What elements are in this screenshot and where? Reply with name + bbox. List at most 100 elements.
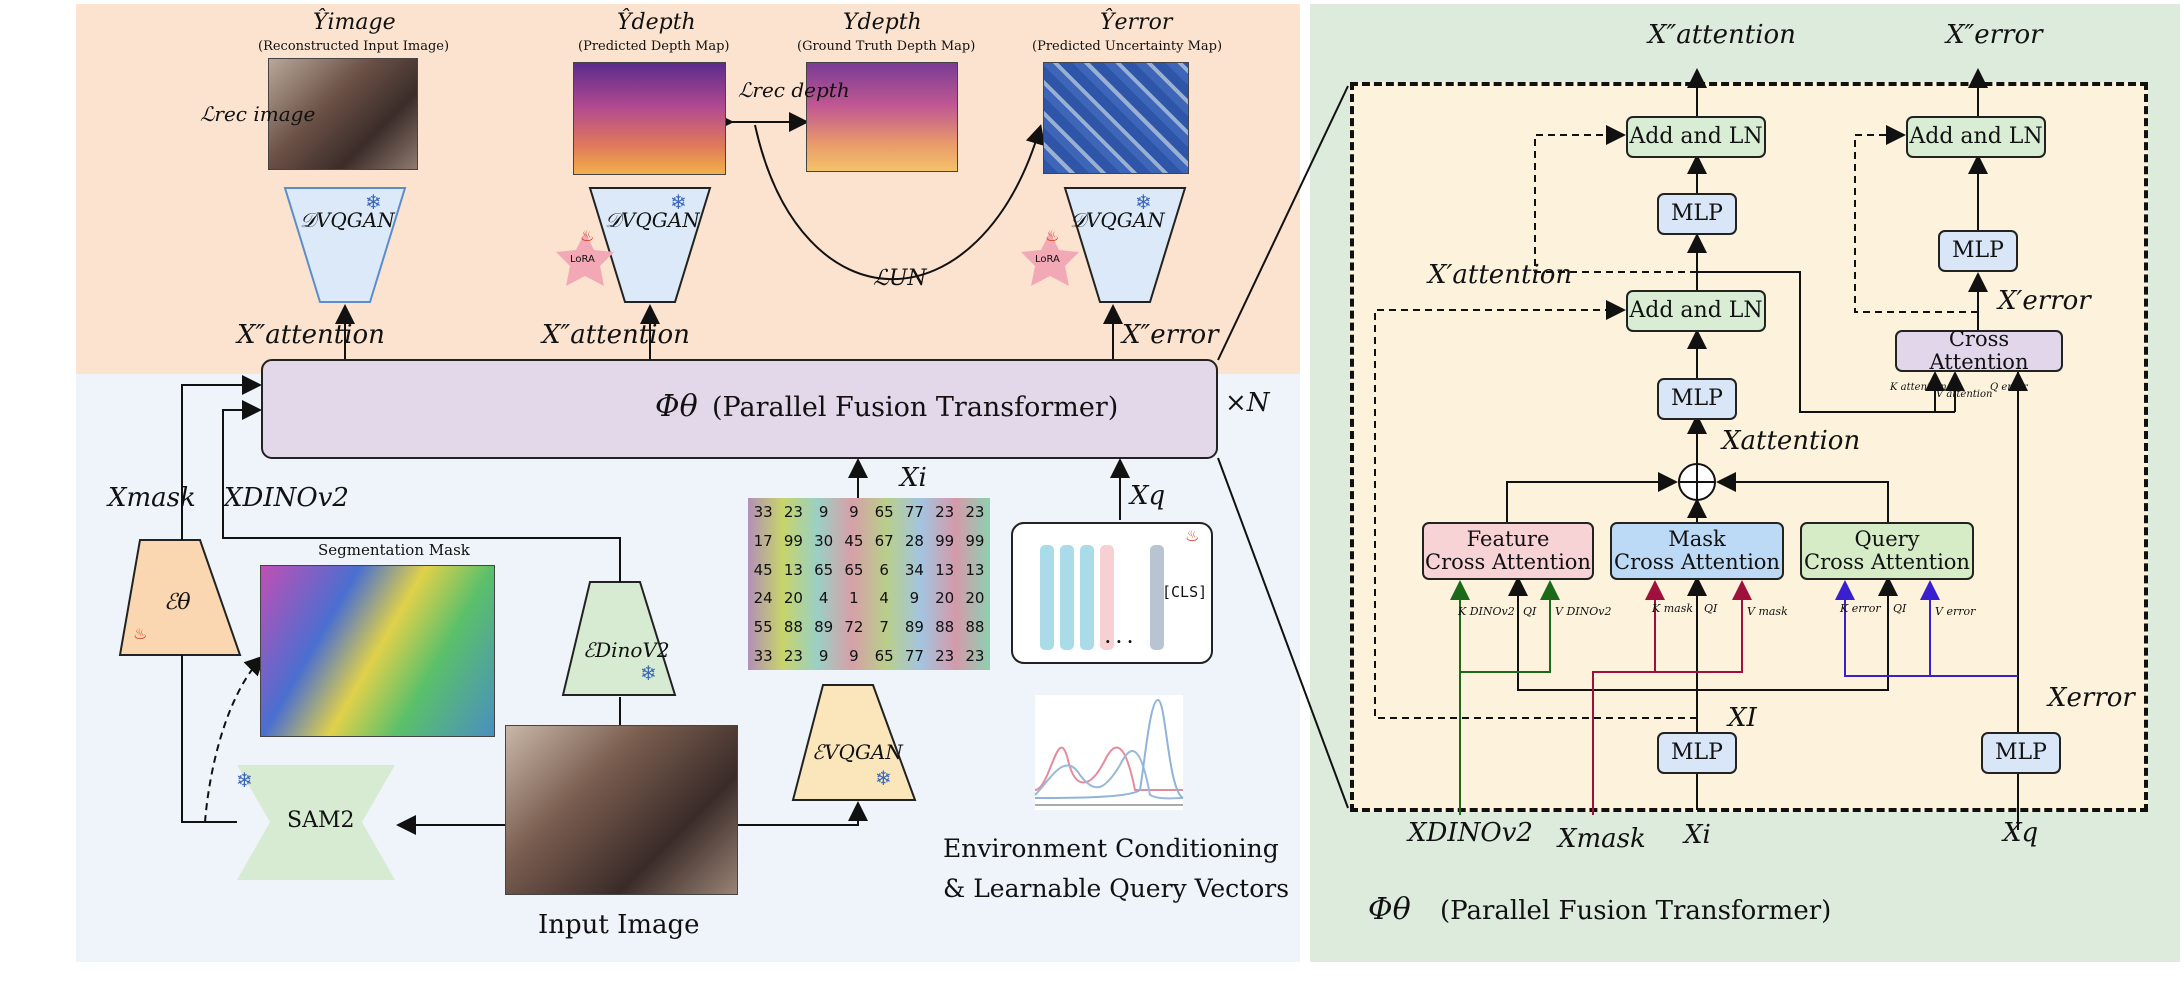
frozen-icon: ❄ [670, 190, 687, 214]
x-attention-label: Xattention [1722, 426, 1861, 456]
v-error-label: V error [1935, 605, 1976, 618]
enc-theta-label: ℰθ [164, 590, 191, 615]
token-cell: 9 [849, 503, 859, 522]
token-cell: 65 [844, 560, 864, 579]
token-cell: 20 [783, 589, 803, 608]
env-caption-line1: Environment Conditioning [943, 834, 1279, 863]
fire-icon: ♨ [580, 226, 595, 245]
query-ca-line1: Query [1854, 526, 1920, 551]
token-cell: 6 [879, 560, 889, 579]
k-error-label: K error [1840, 602, 1881, 615]
x-i-label: Xi [900, 463, 927, 493]
enc-theta-shape [118, 539, 242, 656]
input-image [505, 725, 738, 895]
env-caption-line2: & Learnable Query Vectors [943, 874, 1290, 903]
enc-dinov2-label: ℰDinoV2 [583, 638, 670, 662]
query-ca-line2: Cross Attention [1804, 550, 1970, 574]
token-cell: 1 [849, 589, 859, 608]
v-mask-label: V mask [1747, 605, 1788, 618]
token-cell: 30 [814, 531, 834, 550]
input-mask-label: Xmask [1558, 824, 1646, 854]
token-cell: 88 [965, 617, 985, 636]
token-cell: 65 [874, 646, 894, 665]
mlp-box-xi: MLP [1657, 732, 1737, 774]
token-cell: 28 [904, 531, 924, 550]
mlp-box-att-mid: MLP [1657, 378, 1737, 420]
feature-ca-line1: Feature [1466, 526, 1550, 551]
lora-star-depth [556, 232, 614, 286]
q-i-label-3: QI [1893, 602, 1907, 615]
mlp-box-att-top: MLP [1657, 193, 1737, 235]
frozen-icon: ❄ [236, 768, 253, 792]
enc-dinov2-shape [561, 581, 677, 696]
add-ln-box-top: Add and LN [1626, 116, 1766, 158]
token-cell: 65 [814, 560, 834, 579]
segmentation-mask-image [260, 565, 495, 737]
y-image-label: Ŷimage [313, 10, 396, 35]
token-cell: 23 [935, 646, 955, 665]
lora-label-error: LoRA [1035, 254, 1060, 265]
token-cell: 23 [965, 503, 985, 522]
mask-cross-attention-box: Mask Cross Attention [1610, 522, 1784, 580]
l-un: ℒUN [873, 266, 927, 291]
reconstructed-image [268, 58, 418, 170]
token-cell: 23 [783, 503, 803, 522]
decoder-shape-error [1063, 187, 1187, 303]
token-cell: 23 [783, 646, 803, 665]
token-cell: 77 [904, 503, 924, 522]
token-cell: 99 [783, 531, 803, 550]
x-att-output: X″attention [1648, 20, 1796, 50]
cross-attention-box: Cross Attention [1895, 327, 2063, 374]
x-error-out: X″error [1122, 320, 1219, 350]
lora-label-depth: LoRA [570, 254, 595, 265]
phi-description: (Parallel Fusion Transformer) [712, 392, 1119, 423]
token-cell: 88 [783, 617, 803, 636]
y-depth-hat-sub: (Predicted Depth Map) [578, 39, 730, 54]
token-cell: 13 [935, 560, 955, 579]
enc-vqgan-shape [791, 684, 917, 801]
input-dinov2-label: XDINOv2 [1408, 818, 1533, 848]
times-n: ×N [1225, 388, 1270, 418]
mlp-box-xq: MLP [1981, 732, 2061, 774]
sam2-label: SAM2 [287, 808, 355, 833]
k-attention-label: K attention [1890, 382, 1947, 393]
token-cell: 34 [904, 560, 924, 579]
token-cell: 55 [753, 617, 773, 636]
y-image-sub: (Reconstructed Input Image) [258, 39, 450, 54]
query-cross-attention-box: Query Cross Attention [1800, 522, 1974, 580]
frozen-icon: ❄ [365, 190, 382, 214]
q-i-label-2: QI [1704, 602, 1718, 615]
add-ln-box-mid: Add and LN [1626, 290, 1766, 332]
mlp-box-error-top: MLP [1938, 230, 2018, 272]
token-cell: 20 [965, 589, 985, 608]
decoder-depth-label: 𝒟VQGAN [605, 208, 700, 232]
y-error-sub: (Predicted Uncertainty Map) [1032, 39, 1223, 54]
q-i-label-1: QI [1523, 605, 1537, 618]
token-cell: 9 [818, 646, 829, 665]
token-cell: 89 [904, 617, 924, 636]
token-cell: 65 [874, 503, 894, 522]
token-cell: 88 [935, 617, 955, 636]
token-cell: 89 [814, 617, 834, 636]
token-cell: 24 [753, 589, 773, 608]
token-cell: 23 [965, 646, 985, 665]
phi-symbol: Φθ [655, 389, 698, 424]
token-cell: 23 [935, 503, 955, 522]
enc-vqgan-label: ℰVQGAN [812, 740, 903, 764]
fire-icon: ♨ [133, 624, 148, 643]
x-dinov2-label: XDINOv2 [224, 483, 349, 513]
query-dots: . . . [1105, 628, 1133, 647]
x-attention-out-1: X″attention [237, 320, 385, 350]
lora-star-error [1021, 232, 1079, 286]
token-cell: 33 [753, 503, 773, 522]
feature-cross-attention-box: Feature Cross Attention [1422, 522, 1594, 580]
token-cell: 4 [818, 589, 829, 608]
token-cell: 17 [753, 531, 773, 550]
input-image-caption: Input Image [538, 910, 700, 940]
mask-ca-line2: Cross Attention [1614, 550, 1780, 574]
y-depth-sub: (Ground Truth Depth Map) [797, 39, 976, 54]
footer-phi: Φθ [1368, 892, 1411, 927]
token-cell: 13 [783, 560, 803, 579]
token-cell: 9 [818, 503, 829, 522]
